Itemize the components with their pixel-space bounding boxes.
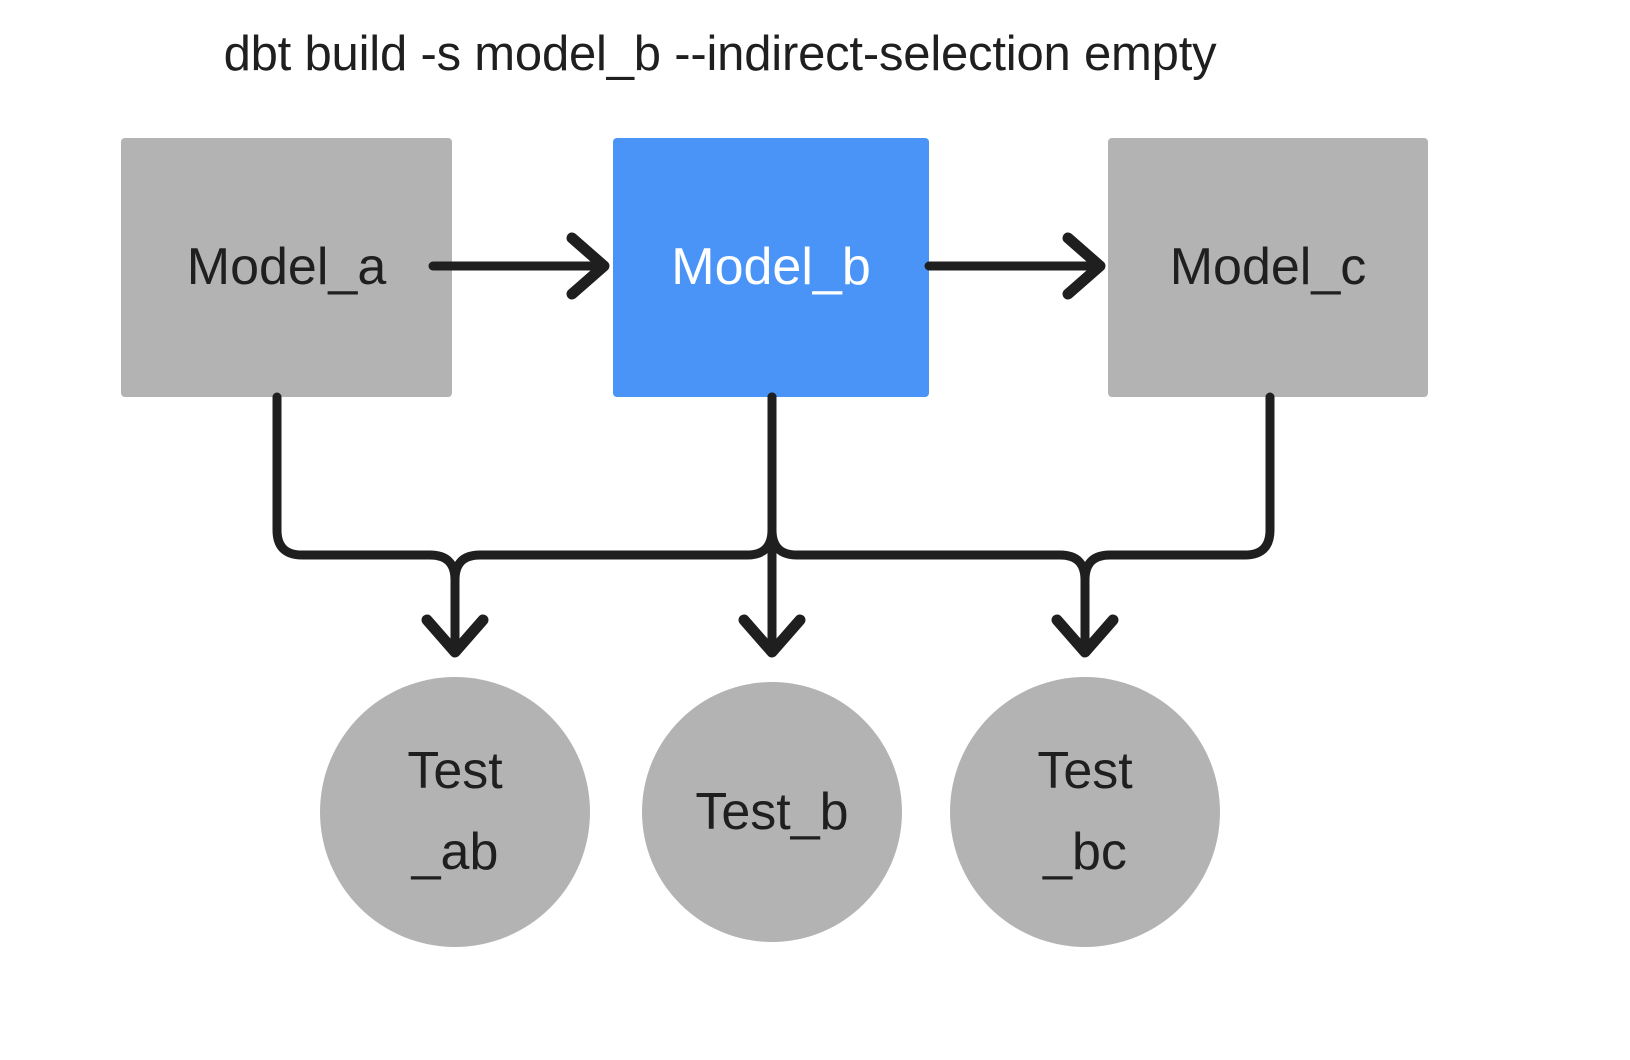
diagram-title: dbt build -s model_b --indirect-selectio… [223, 27, 1217, 81]
node-test-bc[interactable] [950, 677, 1220, 947]
node-model-c[interactable] [1108, 138, 1428, 397]
node-test-ab[interactable] [320, 677, 590, 947]
edge-model-b-to-test-bc [767, 392, 1090, 655]
edge-model-a-to-test-ab [272, 392, 460, 655]
arrowhead-to-model-b-icon [566, 232, 610, 300]
edge-model-c-to-test-bc [1080, 392, 1275, 585]
edge-model-b-to-test-ab [450, 392, 777, 585]
arrowhead-to-test-bc-icon [1051, 614, 1119, 658]
node-model-b[interactable] [613, 138, 929, 397]
node-test-b[interactable] [642, 682, 902, 942]
node-model-a[interactable] [121, 138, 452, 397]
arrowhead-to-model-c-icon [1062, 232, 1106, 300]
arrowhead-to-test-b-icon [738, 614, 806, 658]
arrowhead-to-test-ab-icon [421, 614, 489, 658]
